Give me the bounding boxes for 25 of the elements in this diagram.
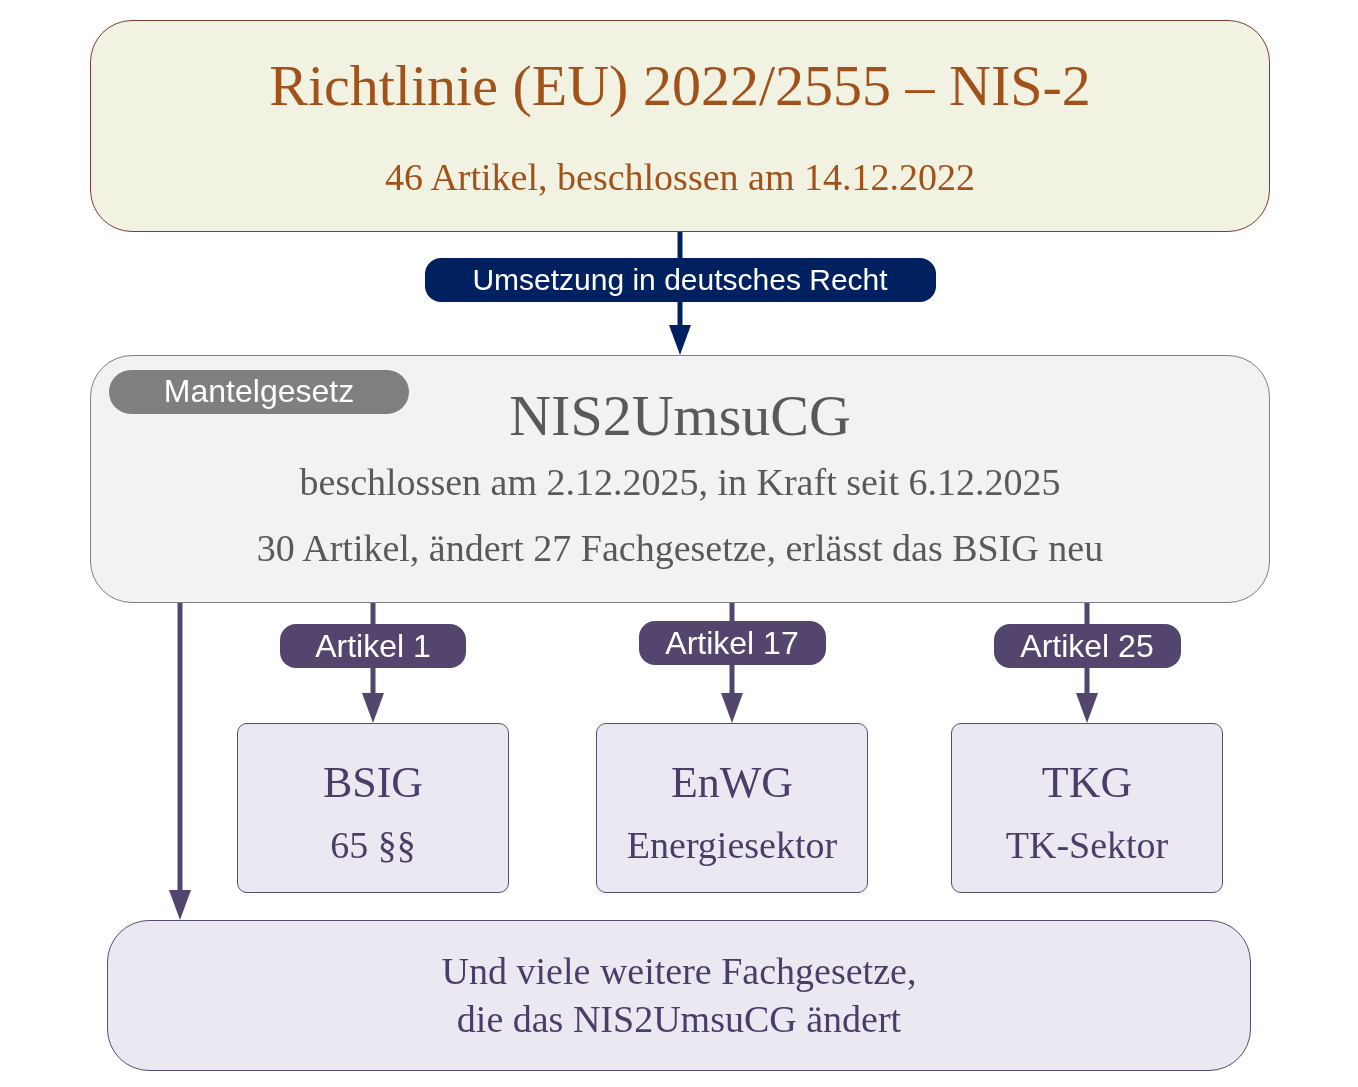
- detail-text: TK-Sektor: [1005, 823, 1169, 868]
- title-text: Richtlinie (EU) 2022/2555 – NIS-2: [269, 52, 1091, 120]
- title-text: BSIG: [322, 757, 424, 809]
- detail-text: 46 Artikel, beschlossen am 14.12.2022: [385, 155, 975, 200]
- category-tag: [109, 370, 409, 414]
- detail-text: beschlossen am 2.12.2025, in Kraft seit 6.12.2025: [299, 460, 1061, 505]
- detail-text: 30 Artikel, ändert 27 Fachgesetze, erlässt das BSIG neu: [256, 526, 1104, 571]
- edge-label: Artikel 17: [638, 621, 826, 665]
- law-box: [237, 723, 509, 893]
- rounded-box: [107, 920, 1251, 1071]
- law-box: [951, 723, 1223, 893]
- detail-text: 65 §§: [330, 823, 416, 868]
- tag-label: Mantelgesetz: [163, 374, 355, 410]
- detail-text: Energiesektor: [626, 823, 838, 868]
- arrow: [169, 603, 191, 920]
- edge-label: Umsetzung in deutsches Recht: [424, 258, 936, 302]
- title-text: EnWG: [670, 757, 794, 809]
- edge-label: Artikel 1: [280, 624, 466, 668]
- law-box: [596, 723, 868, 893]
- title-text: TKG: [1041, 757, 1133, 809]
- rounded-box: [90, 355, 1270, 603]
- rounded-box: [90, 20, 1270, 232]
- title-text: NIS2UmsuCG: [509, 382, 851, 450]
- edge-label: Artikel 25: [993, 624, 1181, 668]
- note-text: Und viele weitere Fachgesetze, die das NIS2UmsuCG ändert: [440, 949, 918, 1042]
